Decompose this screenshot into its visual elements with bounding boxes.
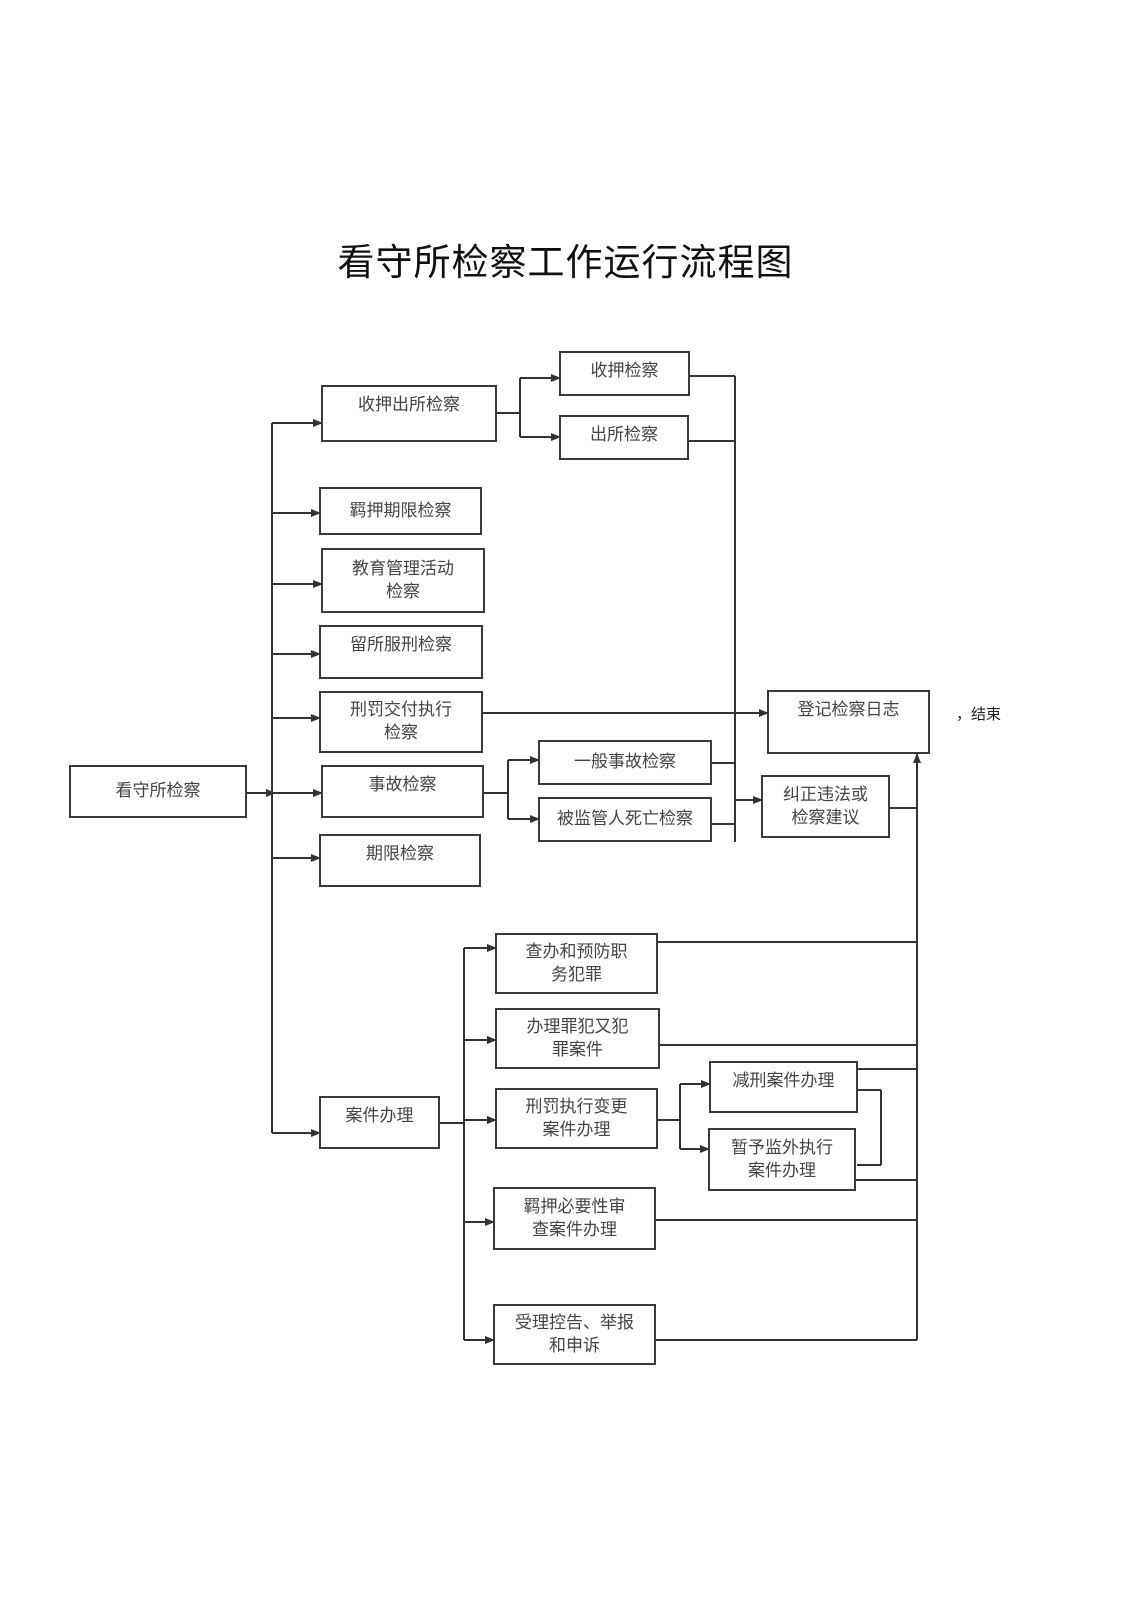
node-accident: 事故检察 — [321, 765, 484, 818]
node-recidivism: 办理罪犯又犯 罪案件 — [495, 1008, 660, 1069]
node-log: 登记检察日志 — [767, 690, 930, 754]
node-term: 期限检察 — [319, 834, 481, 887]
node-death: 被监管人死亡检察 — [538, 797, 712, 842]
node-serve-sentence: 留所服刑检察 — [319, 625, 483, 679]
node-duty-crime: 查办和预防职 务犯罪 — [495, 933, 658, 994]
node-education: 教育管理活动 检察 — [321, 548, 485, 613]
node-general-accident: 一般事故检察 — [538, 740, 712, 785]
node-release: 出所检察 — [559, 415, 689, 460]
end-label: ，结束 — [956, 705, 1002, 723]
node-receive: 收押检察 — [559, 351, 690, 396]
node-detention-term: 羁押期限检察 — [319, 487, 482, 535]
node-commutation: 减刑案件办理 — [709, 1061, 858, 1113]
page-title: 看守所检察工作运行流程图 — [337, 241, 794, 284]
node-outside-exec: 暂予监外执行 案件办理 — [708, 1128, 856, 1191]
node-delivery: 刑罚交付执行 检察 — [319, 691, 483, 753]
node-complaint: 受理控告、举报 和申诉 — [493, 1304, 656, 1365]
node-correction: 纠正违法或 检察建议 — [761, 775, 890, 838]
node-receive-release: 收押出所检察 — [321, 385, 497, 442]
node-necessity-review: 羁押必要性审 查案件办理 — [493, 1187, 656, 1250]
node-root: 看守所检察 — [69, 765, 247, 818]
node-sentence-change: 刑罚执行变更 案件办理 — [495, 1088, 658, 1149]
node-case: 案件办理 — [319, 1096, 440, 1149]
